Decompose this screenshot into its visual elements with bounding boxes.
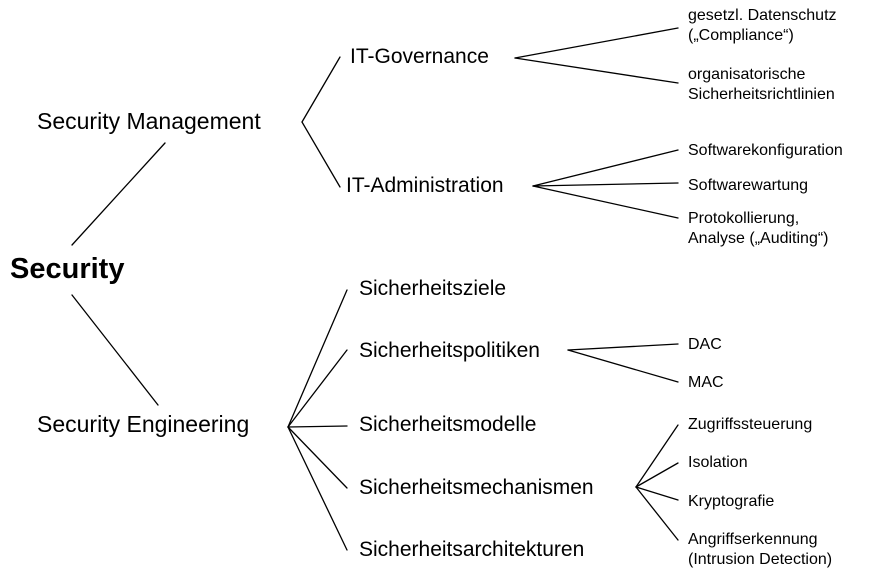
leaf-dac: DAC bbox=[688, 336, 722, 353]
node-sicherheitsziele: Sicherheitsziele bbox=[359, 277, 507, 300]
edge-administration-konfiguration bbox=[532, 149, 679, 187]
node-security-engineering: Security Engineering bbox=[37, 411, 250, 437]
edge-engineering-mechanismen bbox=[287, 426, 348, 489]
edge-mechanismen-zugriffssteuerung bbox=[635, 424, 679, 488]
edge-administration-wartung bbox=[532, 182, 679, 187]
edge-politiken-mac bbox=[567, 349, 679, 383]
leaf-angriffserkennung-line2: (Intrusion Detection) bbox=[688, 551, 833, 568]
node-security: Security bbox=[10, 253, 125, 285]
edge-management-governance bbox=[301, 56, 341, 123]
leaf-protokollierung: Protokollierung, Analyse („Auditing“) bbox=[688, 209, 829, 249]
edge-engineering-ziele bbox=[287, 289, 348, 428]
node-sicherheitsarchitekturen: Sicherheitsarchitekturen bbox=[359, 538, 585, 561]
leaf-datenschutz-line2: („Compliance“) bbox=[688, 27, 794, 44]
leaf-protokollierung-line2: Analyse („Auditing“) bbox=[688, 230, 829, 247]
edge-governance-richtlinien bbox=[514, 57, 679, 84]
leaf-sicherheitsrichtlinien: organisatorische Sicherheitsrichtlinien bbox=[688, 65, 835, 105]
edge-mechanismen-angriffserkennung bbox=[635, 486, 679, 541]
leaf-zugriffssteuerung: Zugriffssteuerung bbox=[688, 416, 813, 433]
edge-mechanismen-isolation bbox=[635, 462, 679, 488]
edge-engineering-architekturen bbox=[287, 426, 348, 551]
node-sicherheitsmodelle: Sicherheitsmodelle bbox=[359, 413, 537, 436]
node-security-management: Security Management bbox=[37, 108, 261, 134]
edge-engineering-modelle bbox=[287, 425, 348, 428]
leaf-angriffserkennung-line1: Angriffserkennung bbox=[688, 531, 818, 548]
edge-mechanismen-kryptografie bbox=[635, 486, 679, 501]
leaf-isolation: Isolation bbox=[688, 454, 748, 471]
leaf-datenschutz: gesetzl. Datenschutz („Compliance“) bbox=[688, 6, 837, 46]
leaf-datenschutz-line1: gesetzl. Datenschutz bbox=[688, 7, 837, 24]
leaf-mac: MAC bbox=[688, 374, 724, 391]
leaf-kryptografie: Kryptografie bbox=[688, 493, 775, 510]
edge-root-management bbox=[71, 142, 166, 246]
edge-governance-datenschutz bbox=[514, 27, 679, 59]
leaf-richtlinien-line1: organisatorische bbox=[688, 66, 806, 83]
leaf-softwarekonfiguration: Softwarekonfiguration bbox=[688, 142, 843, 159]
node-sicherheitsmechanismen: Sicherheitsmechanismen bbox=[359, 476, 594, 499]
leaf-richtlinien-line2: Sicherheitsrichtlinien bbox=[688, 86, 835, 103]
edge-management-administration bbox=[301, 121, 341, 188]
leaf-angriffserkennung: Angriffserkennung (Intrusion Detection) bbox=[688, 530, 832, 570]
leaf-softwarewartung: Softwarewartung bbox=[688, 177, 809, 194]
edge-engineering-politiken bbox=[287, 349, 348, 428]
leaf-protokollierung-line1: Protokollierung, bbox=[688, 210, 800, 227]
node-it-administration: IT-Administration bbox=[346, 174, 504, 197]
edge-administration-protokollierung bbox=[532, 185, 679, 219]
node-it-governance: IT-Governance bbox=[350, 45, 489, 68]
node-sicherheitspolitiken: Sicherheitspolitiken bbox=[359, 339, 540, 362]
edge-root-engineering bbox=[71, 294, 159, 406]
edge-politiken-dac bbox=[567, 343, 679, 351]
